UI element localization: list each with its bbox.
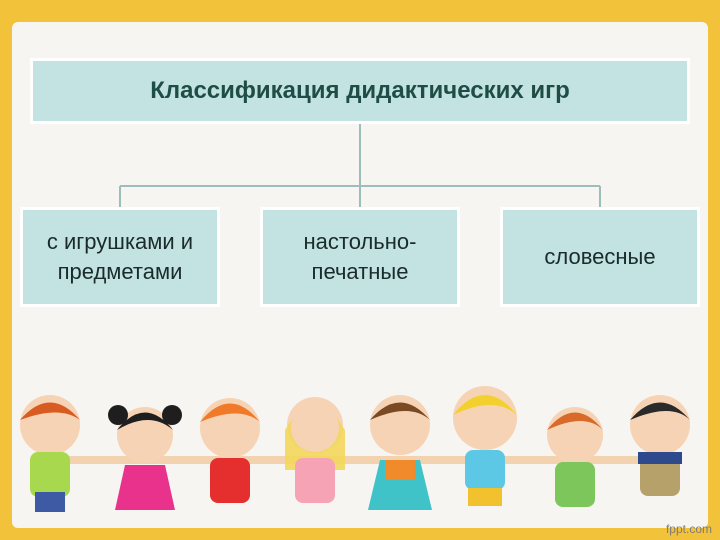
category-label-line1: настольно-: [303, 229, 417, 254]
child-figure: [368, 395, 432, 510]
child-figure: [108, 405, 182, 510]
child-figure: [285, 397, 345, 503]
child-figure: [547, 407, 603, 507]
category-box-verbal: словесные: [500, 207, 700, 307]
child-figure: [453, 386, 517, 506]
diagram-title-box: Классификация дидактических игр: [30, 58, 690, 124]
category-label-line1: с игрушками и: [46, 229, 194, 254]
children-holding-hands-illustration: [20, 386, 690, 512]
child-figure: [630, 395, 690, 496]
category-label-line1: словесные: [544, 244, 656, 269]
child-figure: [200, 398, 260, 503]
child-figure: [20, 395, 80, 512]
category-box-toys: с игрушками и предметами: [20, 207, 220, 307]
category-box-board-printed: настольно- печатные: [260, 207, 460, 307]
diagram-title: Классификация дидактических игр: [150, 77, 570, 104]
category-label-line2: печатные: [311, 259, 409, 284]
watermark-text: fppt.com: [665, 522, 712, 536]
category-label-line2: предметами: [57, 259, 183, 284]
